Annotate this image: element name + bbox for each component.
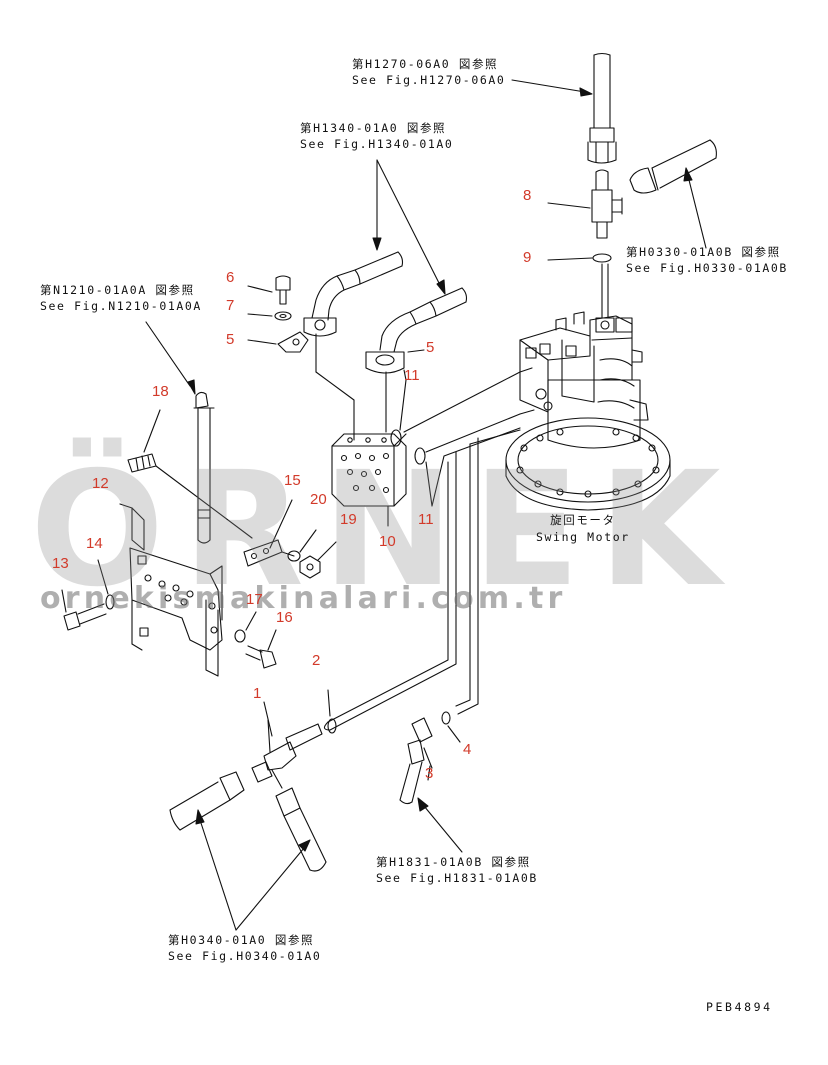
leader-arrow-h1270 xyxy=(511,79,593,97)
callout-14: 14 xyxy=(86,535,103,552)
bolt-part-6 xyxy=(247,275,291,305)
ref-h0340-en: See Fig.H0340-01A0 xyxy=(168,949,322,963)
ref-h1340-en: See Fig.H1340-01A0 xyxy=(300,137,454,151)
callout-7: 7 xyxy=(226,297,235,314)
ref-h1831: 第H1831-01A0B 図参照 See Fig.H1831-01A0B xyxy=(376,854,538,886)
top-pipe xyxy=(587,52,617,164)
washer-part-20 xyxy=(287,550,301,562)
callout-9: 9 xyxy=(523,249,532,266)
callout-8: 8 xyxy=(523,187,532,204)
o-ring-part-11-upper xyxy=(390,371,521,447)
washer-part-14 xyxy=(105,594,115,610)
ref-h1270: 第H1270-06A0 図参照 See Fig.H1270-06A0 xyxy=(352,56,505,88)
o-ring-part-9 xyxy=(592,253,612,263)
leader-arrow-h1831 xyxy=(417,797,463,853)
callout-13: 13 xyxy=(52,555,69,572)
o-ring-part-11-lower xyxy=(414,413,521,507)
callout-20: 20 xyxy=(310,491,327,508)
o-ring-part-4 xyxy=(441,711,451,725)
ref-n1210-en: See Fig.N1210-01A0A xyxy=(40,299,202,313)
bracket-part-12 xyxy=(119,503,223,677)
clamp-part-5-left xyxy=(247,331,309,353)
ref-h0340-jp: 第H0340-01A0 図参照 xyxy=(168,933,315,947)
swing-motor xyxy=(505,311,671,511)
callout-12: 12 xyxy=(92,475,109,492)
nut-part-19 xyxy=(299,541,337,579)
hose-upper-left xyxy=(303,251,404,337)
ref-h1340-jp: 第H1340-01A0 図参照 xyxy=(300,121,447,135)
ref-n1210-jp: 第N1210-01A0A 図参照 xyxy=(40,283,195,297)
leader-arrow-n1210 xyxy=(145,321,196,395)
ref-h0340: 第H0340-01A0 図参照 See Fig.H0340-01A0 xyxy=(168,932,321,964)
tee-part-1 xyxy=(251,719,323,789)
callout-15: 15 xyxy=(284,472,301,489)
leader-arrow-h1340 xyxy=(372,159,446,295)
callout-11-upper: 11 xyxy=(404,367,420,384)
fitting-part-18 xyxy=(127,409,253,539)
lower-left-pipe xyxy=(169,771,245,831)
tee-fitting-part-8 xyxy=(547,169,623,239)
lower-center-pipe xyxy=(275,787,327,872)
pipe-part-2 xyxy=(323,427,521,731)
swing-motor-label-en: Swing Motor xyxy=(536,530,630,544)
callout-19: 19 xyxy=(340,511,357,528)
callout-6: 6 xyxy=(226,269,235,286)
callout-5-right: 5 xyxy=(426,339,435,356)
plate-part-15 xyxy=(243,499,295,567)
bolt-part-16 xyxy=(245,629,277,669)
callout-5-left: 5 xyxy=(226,331,235,348)
ref-h0330-en: See Fig.H0330-01A0B xyxy=(626,261,788,275)
elbow-part-3 xyxy=(399,717,433,805)
washer-part-17 xyxy=(234,629,246,643)
ref-h1270-jp: 第H1270-06A0 図参照 xyxy=(352,57,499,71)
callout-17: 17 xyxy=(246,591,263,608)
leader-arrow-h0330 xyxy=(683,167,707,249)
ref-h1831-en: See Fig.H1831-01A0B xyxy=(376,871,538,885)
callout-4: 4 xyxy=(463,741,472,758)
callout-18: 18 xyxy=(152,383,169,400)
ref-h0330: 第H0330-01A0B 図参照 See Fig.H0330-01A0B xyxy=(626,244,788,276)
callout-1: 1 xyxy=(253,685,262,702)
ref-h1831-jp: 第H1831-01A0B 図参照 xyxy=(376,855,531,869)
ref-h1270-en: See Fig.H1270-06A0 xyxy=(352,73,506,87)
callout-3: 3 xyxy=(425,765,434,782)
drawing-code: PEB4894 xyxy=(706,1000,773,1014)
callout-11-lower: 11 xyxy=(418,511,434,528)
ref-h0330-jp: 第H0330-01A0B 図参照 xyxy=(626,245,781,259)
pipe-part-4 xyxy=(455,429,521,715)
right-pipe xyxy=(629,139,717,194)
washer-part-7 xyxy=(247,311,292,321)
hose-upper-right xyxy=(365,287,468,381)
callout-10: 10 xyxy=(379,533,396,550)
o-ring-part-2 xyxy=(327,718,337,734)
callout-16: 16 xyxy=(276,609,293,626)
callout-2: 2 xyxy=(312,652,321,669)
swing-motor-label-jp: 旋回モータ xyxy=(550,513,616,527)
bolt-part-13 xyxy=(61,589,107,631)
ref-n1210: 第N1210-01A0A 図参照 See Fig.N1210-01A0A xyxy=(40,282,202,314)
swing-motor-label: 旋回モータ Swing Motor xyxy=(536,512,630,546)
rod-part-18-assembly xyxy=(193,391,215,544)
ref-h1340: 第H1340-01A0 図参照 See Fig.H1340-01A0 xyxy=(300,120,453,152)
leader-arrow-h0340 xyxy=(195,809,311,931)
